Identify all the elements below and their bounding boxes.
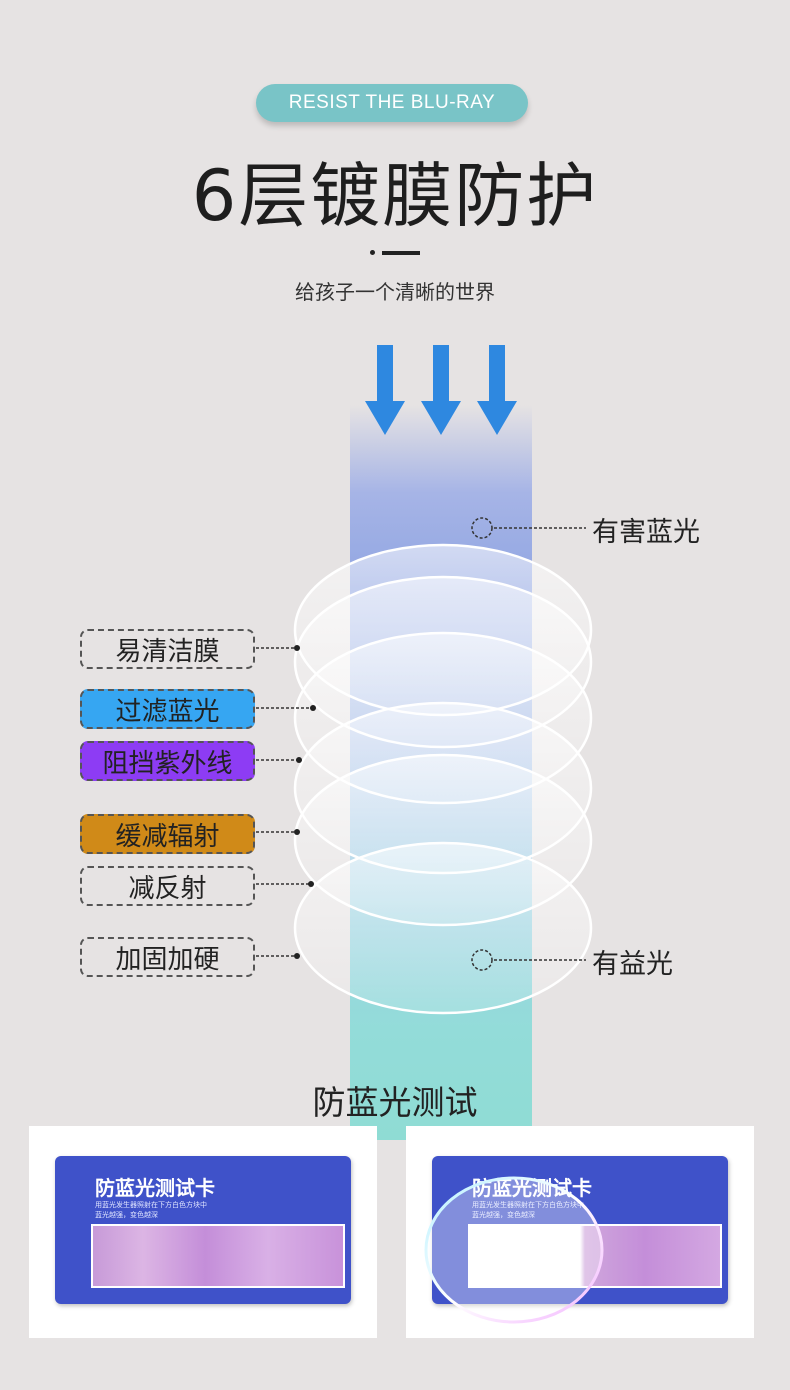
divider-dash <box>382 251 420 255</box>
test-card-text: 用蓝光发生器照射在下方白色方块中 蓝光越强，变色越深 <box>472 1200 672 1220</box>
layer-leader-dot <box>308 881 314 887</box>
layer-leader-dot <box>310 705 316 711</box>
harmful-blue-light-label: 有害蓝光 <box>592 517 700 548</box>
test-card-photo-before: 防蓝光测试卡 用蓝光发生器照射在下方白色方块中 蓝光越强，变色越深 <box>29 1126 377 1338</box>
harmful-light-marker <box>471 517 493 539</box>
lens-layer-disc <box>293 841 593 1015</box>
beneficial-light-label: 有益光 <box>592 949 673 980</box>
arrow-down-icon <box>365 345 405 435</box>
page-title: 6层镀膜防护 <box>191 155 599 237</box>
test-card-photo-with-lens: 防蓝光测试卡 用蓝光发生器照射在下方白色方块中 蓝光越强，变色越深 <box>406 1126 754 1338</box>
down-arrows <box>365 345 517 435</box>
arrow-down-icon <box>477 345 517 435</box>
lens-icon <box>424 1176 604 1324</box>
layer-leader-dot <box>294 829 300 835</box>
layer-label-anti-reflection: 减反射 <box>80 866 255 906</box>
layer-label-hardened: 加固加硬 <box>80 937 255 977</box>
test-card-indicator <box>91 1224 345 1288</box>
layer-label-easy-clean: 易清洁膜 <box>80 629 255 669</box>
lens-layers-diagram <box>256 517 593 1015</box>
arrow-down-icon <box>421 345 461 435</box>
layer-leader-dot <box>296 757 302 763</box>
layer-leader-dot <box>294 645 300 651</box>
test-card-title: 防蓝光测试卡 <box>95 1176 215 1200</box>
blue-light-test-card: 防蓝光测试卡 用蓝光发生器照射在下方白色方块中 蓝光越强，变色越深 <box>55 1156 351 1304</box>
layer-label-reduce-radiation: 缓减辐射 <box>80 814 255 854</box>
layer-leader-dot <box>294 953 300 959</box>
test-card-indicator <box>468 1224 722 1288</box>
layer-label-block-uv: 阻挡紫外线 <box>80 741 255 781</box>
divider-dot <box>370 250 375 255</box>
resist-blu-ray-pill: RESIST THE BLU-RAY <box>256 84 528 122</box>
blue-light-test-title: 防蓝光测试 <box>312 1083 478 1122</box>
test-card-text: 用蓝光发生器照射在下方白色方块中 蓝光越强，变色越深 <box>95 1201 207 1219</box>
page-subtitle: 给孩子一个清晰的世界 <box>295 280 495 304</box>
beneficial-light-marker <box>471 949 493 971</box>
layer-label-filter-blue: 过滤蓝光 <box>80 689 255 729</box>
